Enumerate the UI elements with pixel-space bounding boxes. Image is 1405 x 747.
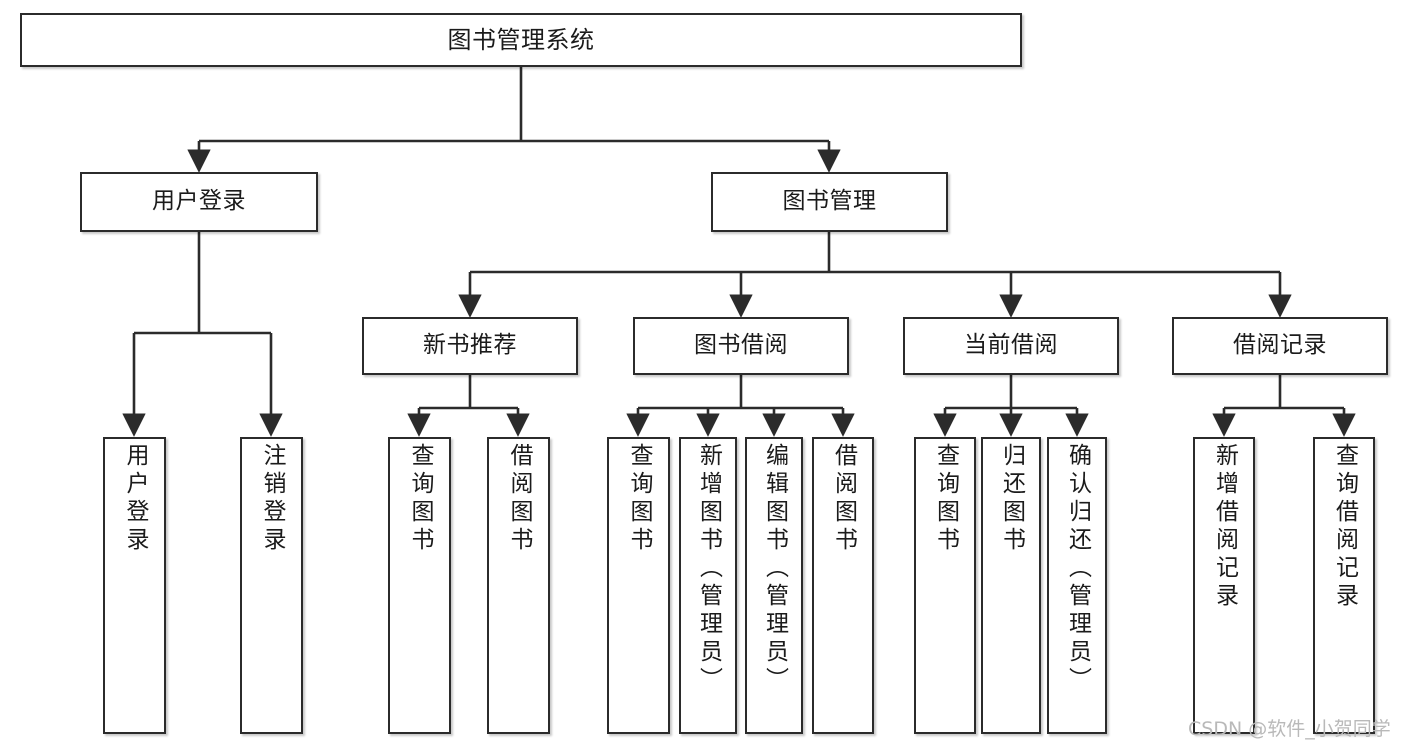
leaf-borrow-edit-book-admin[interactable]: 编辑图书（管理员） [745,437,803,734]
node-root[interactable]: 图书管理系统 [20,13,1022,67]
node-new-book-recommend[interactable]: 新书推荐 [362,317,578,375]
node-new-book-recommend-label: 新书推荐 [423,332,517,359]
node-current-borrow-label: 当前借阅 [964,332,1058,359]
leaf-user-logout[interactable]: 注销登录 [240,437,303,734]
node-borrow-records-label: 借阅记录 [1233,332,1327,359]
watermark: CSDN @软件_小贺同学 [1188,718,1391,740]
leaf-records-add-record[interactable]: 新增借阅记录 [1193,437,1255,734]
leaf-records-query-record-label: 查询借阅记录 [1331,443,1358,611]
leaf-records-add-record-label: 新增借阅记录 [1211,443,1238,611]
leaf-user-login-label: 用户登录 [122,443,148,555]
node-book-management-label: 图书管理 [782,188,877,215]
leaf-current-confirm-return-admin[interactable]: 确认归还（管理员） [1047,437,1107,734]
node-user-login[interactable]: 用户登录 [80,172,318,232]
node-current-borrow[interactable]: 当前借阅 [903,317,1119,375]
leaf-borrow-edit-book-admin-label: 编辑图书（管理员） [761,443,788,695]
leaf-borrow-borrow-book-label: 借阅图书 [830,443,857,555]
leaf-current-query-book[interactable]: 查询图书 [914,437,976,734]
leaf-records-query-record[interactable]: 查询借阅记录 [1313,437,1375,734]
leaf-borrow-query-book[interactable]: 查询图书 [607,437,670,734]
leaf-borrow-query-book-label: 查询图书 [626,443,652,555]
node-book-borrow[interactable]: 图书借阅 [633,317,849,375]
node-book-borrow-label: 图书借阅 [694,332,788,359]
leaf-current-confirm-return-admin-label: 确认归还（管理员） [1064,443,1091,695]
leaf-newbook-borrow-book-label: 借阅图书 [506,443,532,555]
leaf-newbook-query-book-label: 查询图书 [407,443,433,555]
leaf-current-return-book[interactable]: 归还图书 [981,437,1041,734]
leaf-newbook-borrow-book[interactable]: 借阅图书 [487,437,550,734]
leaf-borrow-borrow-book[interactable]: 借阅图书 [812,437,874,734]
leaf-user-logout-label: 注销登录 [259,443,285,555]
leaf-borrow-add-book-admin-label: 新增图书（管理员） [695,443,722,695]
leaf-user-login[interactable]: 用户登录 [103,437,166,734]
leaf-current-return-book-label: 归还图书 [998,443,1025,555]
node-root-label: 图书管理系统 [447,25,595,54]
leaf-current-query-book-label: 查询图书 [932,443,959,555]
leaf-borrow-add-book-admin[interactable]: 新增图书（管理员） [679,437,737,734]
node-user-login-label: 用户登录 [152,188,246,215]
node-book-management[interactable]: 图书管理 [711,172,948,232]
node-borrow-records[interactable]: 借阅记录 [1172,317,1388,375]
leaf-newbook-query-book[interactable]: 查询图书 [388,437,451,734]
